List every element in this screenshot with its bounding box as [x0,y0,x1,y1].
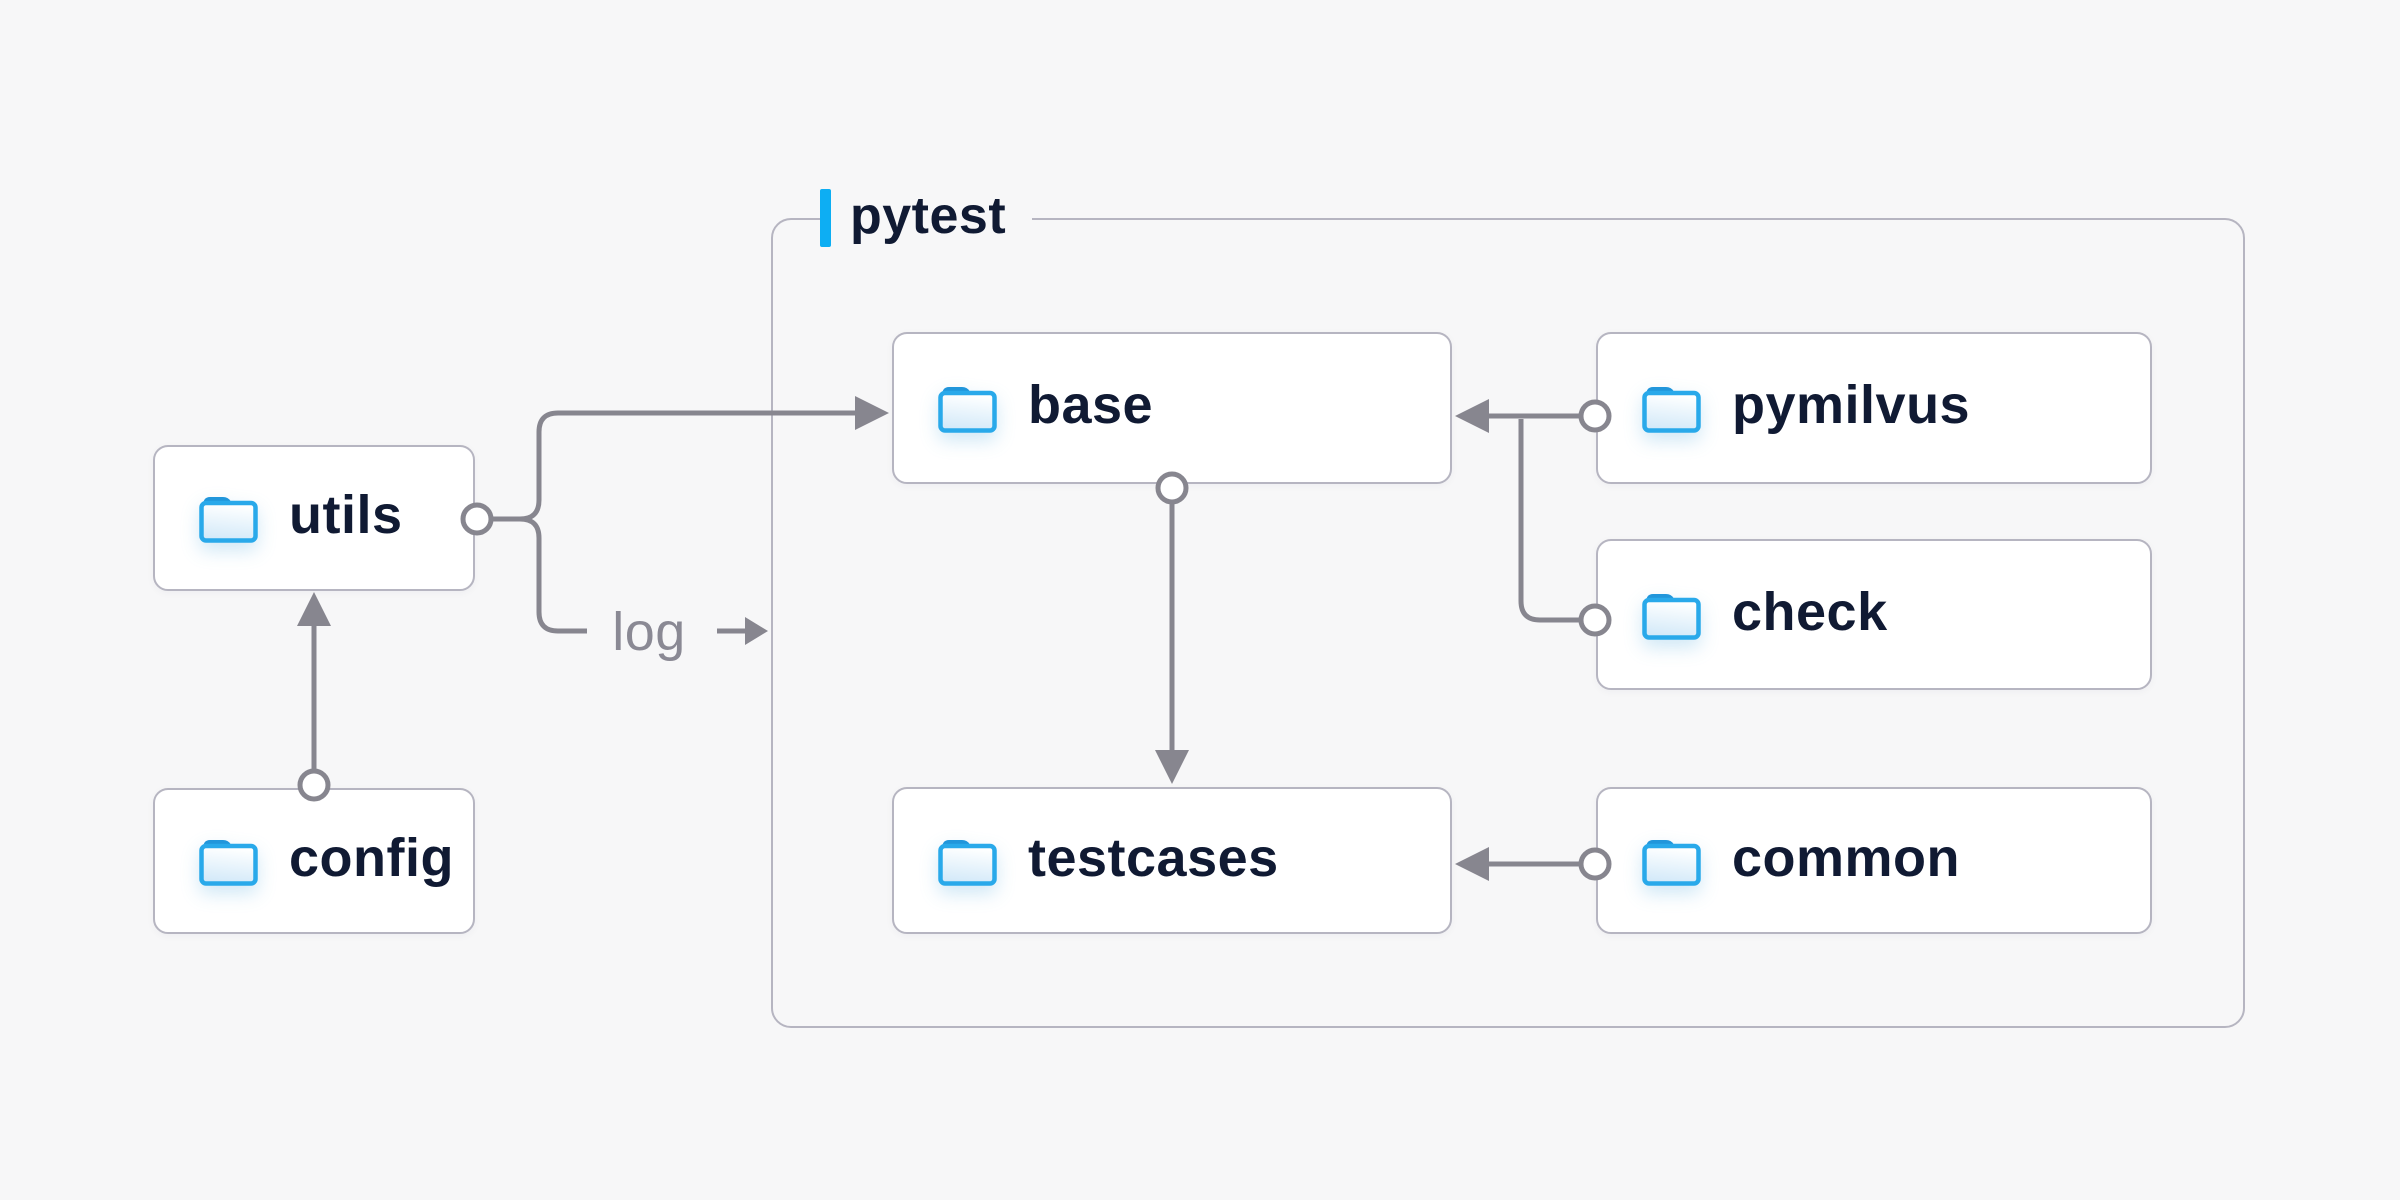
node-testcases: testcases [892,787,1452,934]
node-pymilvus: pymilvus [1596,332,2152,484]
folder-icon [938,387,997,433]
node-label: pymilvus [1732,375,1971,435]
node-common: common [1596,787,2152,934]
folder-icon [199,840,258,886]
node-utils: utils [153,445,475,591]
folder-icon [1642,387,1701,433]
folder-icon [199,497,258,543]
group-title: pytest [850,187,1007,245]
node-label: check [1732,581,1888,642]
node-label: testcases [1028,827,1279,888]
node-label: utils [289,485,403,545]
node-label: config [289,828,454,888]
edge-label-log: log [612,602,686,662]
node-base: base [892,332,1452,484]
edge-config-utils [297,592,331,802]
node-label: common [1732,827,1961,888]
node-label: base [1028,375,1154,435]
accent-bar [820,189,831,247]
pytest-group-label: pytest [820,187,1033,249]
node-config: config [153,788,475,934]
pytest-group: pytest [771,187,2245,1028]
folder-icon [1642,839,1701,886]
folder-icon [938,839,997,886]
folder-icon [1642,593,1701,640]
node-check: check [1596,539,2152,690]
